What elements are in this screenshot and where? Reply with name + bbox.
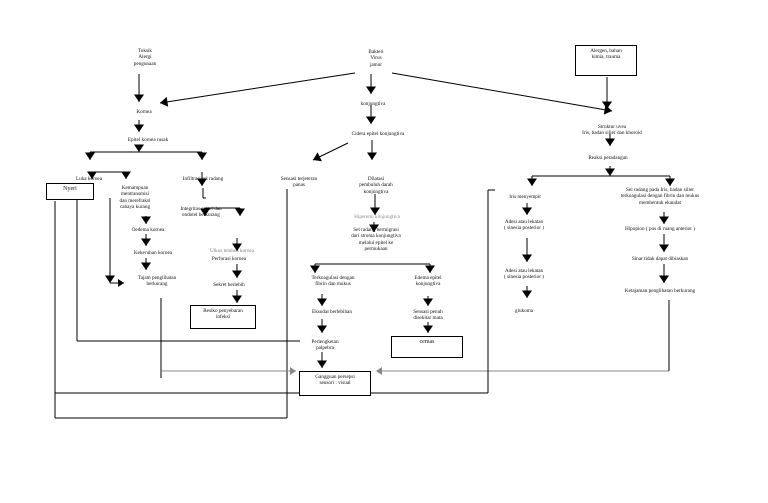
arrowhead [141, 238, 151, 246]
arrowhead [376, 367, 382, 375]
arrowhead [603, 104, 612, 115]
node-integritas: Integritas epitel dan endotel berkurang [180, 206, 222, 219]
arrowhead [232, 243, 242, 251]
node-adesi2: Adesi atau lekatan ( sinesia posterior ) [504, 268, 544, 281]
node-resiko: Resiko penyebaran infeksi [190, 305, 256, 329]
arrowhead [232, 270, 242, 278]
arrowhead [141, 216, 151, 224]
node-edema-epitel: Edema epitel konjungtiva [414, 275, 442, 288]
node-center-causes: Bakteri Virus jamur [368, 49, 384, 68]
arrowhead [522, 207, 532, 215]
arrowhead [425, 265, 435, 273]
arrowhead [134, 124, 144, 132]
arrowhead [197, 152, 207, 160]
node-iris: Iris menyempit [509, 194, 541, 200]
arrowhead [317, 298, 327, 306]
node-sensasi-benda: Sensasi penuh disekitar mata [413, 309, 443, 322]
arrowhead [134, 94, 144, 102]
node-sel-radang-iris: Sel radang pada Iris, badan silier terko… [620, 187, 700, 206]
node-cidera: Cidera epitel konjungtiva [351, 131, 405, 137]
arrowhead [366, 116, 376, 124]
arrowhead [659, 244, 669, 252]
node-infiltrasi: Infiltrasi sel radang [182, 176, 224, 182]
node-left-causes: Toksik Alergi pengunaan [133, 48, 157, 67]
arrowhead [121, 171, 131, 179]
arrowhead [527, 178, 537, 186]
arrowhead [369, 224, 379, 232]
node-kornea: Kornea [136, 109, 152, 115]
node-epitel-kornea: Epitel kornea rusak [127, 137, 169, 143]
arrowhead [105, 275, 115, 283]
node-perforasi: Perforasi kornea [211, 256, 247, 262]
arrowhead [141, 262, 151, 270]
connector-line [159, 72, 356, 104]
arrowhead [232, 295, 242, 303]
node-struktur-uvea: Struktur uvea Iris, badan silier dan kho… [582, 124, 642, 137]
node-sensasi-terbakar: Sensasi terjeteran panas [280, 176, 318, 189]
arrowhead [423, 325, 433, 333]
node-dilatasi: Dilatasi pembuluh darah konjungtiva [359, 176, 393, 195]
arrowhead [367, 152, 377, 160]
node-hipopion: Hipopion ( pus di ruang anterior ) [624, 226, 696, 232]
arrowhead [602, 101, 612, 109]
arrowhead [160, 96, 169, 107]
node-hiperemi: Hiperemi konjungtiva [354, 214, 400, 220]
arrowhead [85, 152, 95, 160]
node-oedema: Oedema kornea [131, 227, 165, 233]
arrowhead [605, 138, 615, 146]
node-right-causes: Alergen, bahan kimia, trauma [575, 45, 637, 76]
node-kemampuan: Kemampuan mentransmisi dan merefraksi ca… [119, 185, 151, 211]
node-nyeri: Nyeri [46, 183, 94, 200]
arrowhead [423, 298, 433, 306]
node-sinar: Sinar tidak dapat dibiaskan [631, 256, 689, 262]
node-konjungtiva: konjungtiva [360, 101, 386, 107]
arrowhead [522, 290, 532, 298]
node-reaksi: Reaksi peradangan [588, 155, 628, 161]
node-gangguan: Gangguan persepsi sensori : visual [299, 371, 371, 396]
arrowhead [522, 254, 532, 262]
arrowhead [370, 207, 380, 215]
arrowhead [665, 178, 675, 186]
node-ketajaman: Ketajaman penglihatan berkurang [624, 288, 696, 294]
node-perlengketan: Perlengketan palpebra [311, 339, 339, 352]
node-adesi1: Adesi atau lekatan ( sinesia posterior ) [504, 219, 544, 232]
arrowhead [317, 360, 327, 368]
node-glukoma: glukoma [514, 308, 534, 314]
arrowhead [235, 208, 245, 216]
arrowhead [134, 144, 144, 152]
connector-line [391, 72, 613, 112]
arrowhead [290, 367, 296, 375]
arrowhead [659, 216, 669, 224]
node-terkoagulasi: Terkoagulasi dengan fibrin dan mukus [311, 275, 355, 288]
node-eksudat: Eksudat berlebihan [312, 309, 352, 315]
arrowhead [605, 168, 615, 176]
node-tajam: Tajam penglihatan berkurang [137, 275, 177, 288]
node-kekeruhan: Kekeruhan kornea [133, 250, 173, 256]
node-sel-radang: Sel radang bermigrasi dari stroma konjun… [351, 227, 401, 253]
arrowhead [310, 265, 320, 273]
node-luka-kornea: Luka kornea [75, 176, 103, 182]
arrowhead [313, 152, 322, 162]
arrowhead [317, 325, 327, 333]
arrowhead [659, 275, 669, 283]
node-sekret: Sekret berlebih [213, 282, 245, 288]
arrowhead [366, 86, 376, 94]
node-cemas: cemas [391, 336, 463, 358]
node-perforasi-hidden: Ulkus tembus kornea [209, 248, 255, 254]
arrowhead [197, 178, 207, 186]
arrowhead [200, 208, 210, 216]
arrowhead [87, 171, 97, 179]
